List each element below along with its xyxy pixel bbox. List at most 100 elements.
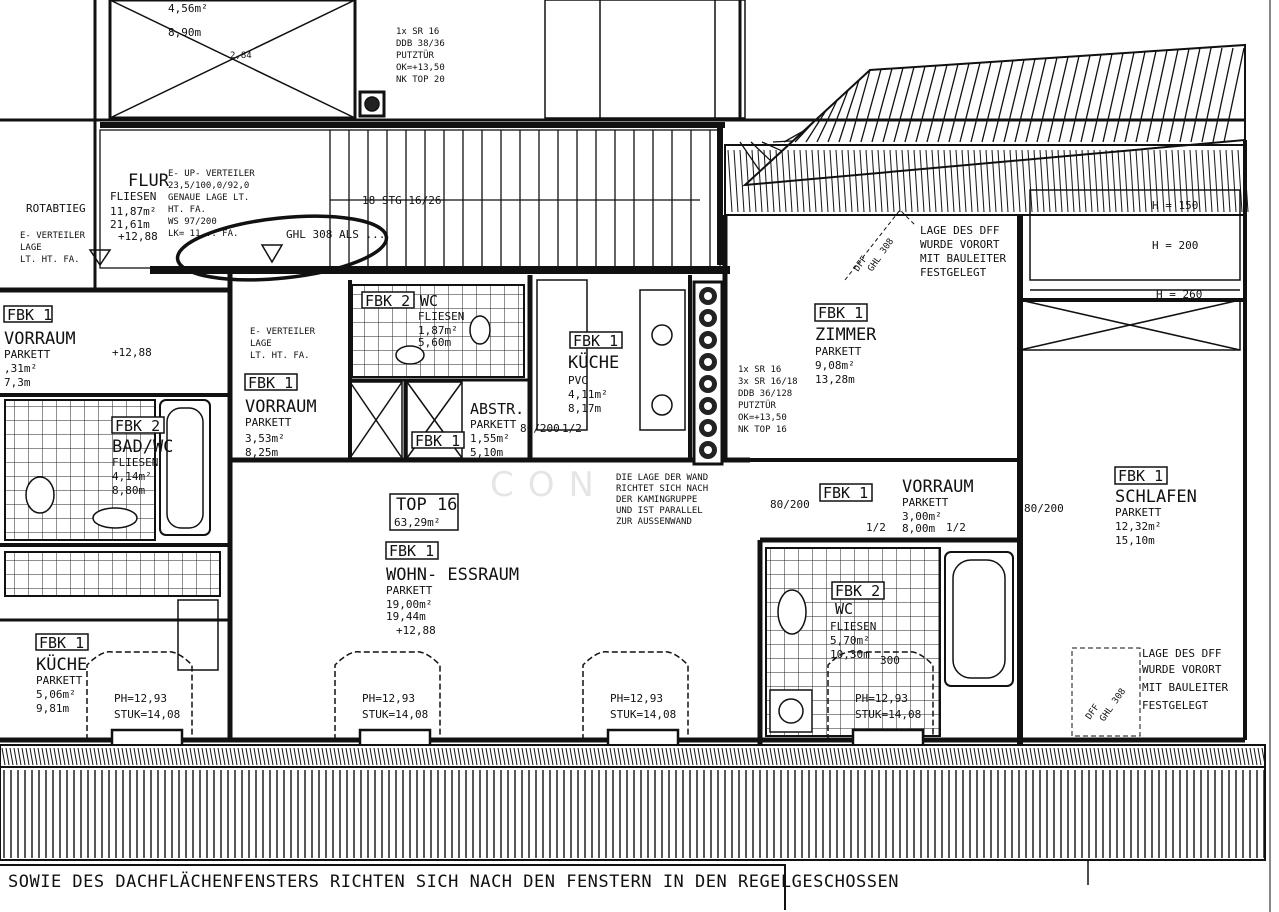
dff-top-4: FESTGELEGT [920, 266, 987, 279]
vorraum-right-floor: PARKETT [902, 496, 949, 509]
kueche-code-box [569, 331, 623, 349]
note-top-left-area: 4,56m² [168, 2, 208, 15]
flur-area: 11,87m² [110, 205, 156, 218]
kueche-area: 4,11m² [568, 388, 608, 401]
abstr-perimeter: 5,10m [470, 446, 503, 459]
wohn-floor: PARKETT [386, 584, 433, 597]
dim-half-2: 1/2 [946, 521, 966, 534]
vorraum-mid-perimeter: 8,25m [245, 446, 278, 459]
window-stuk: STUK=14,08 [114, 708, 180, 721]
kueche-left-floor: PARKETT [36, 674, 83, 687]
abstr-code: FBK 1 [415, 432, 460, 450]
schlafen-perimeter: 15,10m [1115, 534, 1155, 547]
wc-top-code-box [361, 291, 415, 309]
kueche-perimeter: 8,17m [568, 402, 601, 415]
kueche-left-code: FBK 1 [39, 634, 84, 652]
wc-top-code: FBK 2 [365, 292, 410, 310]
dff-bottom-tag-2: GHL 308 [1098, 687, 1128, 724]
flur-level-2: +12,88 [112, 346, 152, 359]
rotabtieg-label: ROTABTIEG [26, 202, 86, 215]
vorraum-mid-area: 3,53m² [245, 432, 285, 445]
dim-300: 300 [880, 654, 900, 667]
wc-right-floor: FLIESEN [830, 620, 876, 633]
wall-note-1: DIE LAGE DER WAND [616, 473, 708, 483]
chimney-right-1: 1x SR 16 [738, 365, 781, 375]
height-200: H = 200 [1152, 239, 1198, 252]
flur-perimeter: 21,61m [110, 218, 150, 231]
dff-bottom-outline [1071, 647, 1141, 737]
top-left-room [108, 0, 746, 120]
wc-right-perimeter: 10,30m [830, 648, 870, 661]
window-ph: PH=12,93 [610, 692, 663, 705]
verteiler-top-3: GENAUE LAGE LT. [168, 193, 249, 203]
roof-hatch-bottom [0, 744, 1266, 861]
note-chimney-4: OK=+13,50 [396, 63, 445, 73]
chimney-right-5: OK=+13,50 [738, 413, 787, 423]
window-ph: PH=12,93 [855, 692, 908, 705]
roof-hatch-top [724, 43, 1249, 216]
note-chimney-1: 1x SR 16 [396, 27, 439, 37]
kueche-name: KÜCHE [568, 351, 619, 373]
window-stuk: STUK=14,08 [855, 708, 921, 721]
ghl-label: GHL 308 ALS ... [286, 228, 385, 241]
zimmer-area: 9,08m² [815, 359, 855, 372]
note-chimney-3: PUTZTÜR [396, 50, 435, 61]
chimney-right-3: DDB 36/128 [738, 389, 792, 399]
caption-box [0, 864, 786, 910]
dff-top-3: MIT BAULEITER [920, 252, 1006, 265]
vorraum-right-name: VORRAUM [902, 477, 974, 497]
wohn-perimeter: 19,44m [386, 610, 426, 623]
dim-half-1: 1/2 [866, 521, 886, 534]
dff-top-2: WURDE VORORT [920, 238, 1000, 251]
arrow-down-icon-2 [260, 244, 284, 264]
dff-top-tag-1: DFF [852, 255, 870, 274]
vorraum-left-floor: PARKETT [4, 348, 51, 361]
kueche-left-name: KÜCHE [36, 653, 87, 675]
chimney-right-2: 3x SR 16/18 [738, 377, 798, 387]
ghl-highlight-circle [175, 214, 389, 282]
verteiler-mid-1: E- VERTEILER [250, 327, 316, 337]
verteiler-left-3: LT. HT. FA. [20, 255, 80, 265]
watermark: CON [490, 465, 608, 505]
dff-bottom-3: MIT BAULEITER [1142, 681, 1228, 694]
wc-right-code-box [831, 581, 885, 600]
note-chimney-2: DDB 38/36 [396, 39, 445, 49]
abstr-area: 1,55m² [470, 432, 510, 445]
flur-name: FLUR [128, 171, 170, 191]
window-ph: PH=12,93 [114, 692, 167, 705]
wohn-name: WOHN- ESSRAUM [386, 565, 519, 585]
dim-door-3: 80/200 [520, 422, 560, 435]
zimmer-floor: PARKETT [815, 345, 862, 358]
vorraum-left-code-box [3, 305, 53, 323]
vorraum-right-area: 3,00m² [902, 510, 942, 523]
wc-top-perimeter: 5,60m [418, 336, 451, 349]
kueche-floor: PVC [568, 374, 588, 387]
roof-section [1029, 189, 1241, 291]
wc-top-name: WC [420, 292, 438, 310]
abstr-code-box [411, 431, 465, 449]
wc-right-name: WC [835, 600, 853, 618]
vorraum-left-code: FBK 1 [7, 306, 52, 324]
vorraum-mid-name: VORRAUM [245, 397, 317, 417]
vorraum-left-perimeter: 7,3m [4, 376, 31, 389]
closets [349, 381, 463, 459]
kitchen-left-counter [4, 551, 221, 671]
note-top-left-perim: 8,90m [168, 26, 201, 39]
abstr-floor: PARKETT [470, 418, 517, 431]
vorraum-mid-floor: PARKETT [245, 416, 292, 429]
bath-left-tiles [4, 399, 211, 541]
verteiler-left-2: LAGE [20, 243, 42, 253]
vorraum-mid-code: FBK 1 [248, 374, 293, 392]
kueche-left-code-box [35, 633, 89, 651]
wall-note-4: UND IST PARALLEL [616, 506, 703, 516]
storage-box-right [1019, 299, 1241, 351]
abstr-name: ABSTR. [470, 400, 524, 418]
chimney-right-4: PUTZTÜR [738, 400, 777, 411]
vorraum-right-code: FBK 1 [823, 484, 868, 502]
verteiler-top-2: 23,5/100,0/92,0 [168, 181, 249, 191]
schlafen-code-box [1114, 466, 1168, 485]
verteiler-mid-2: LAGE [250, 339, 272, 349]
bad-wc-code: FBK 2 [115, 417, 160, 435]
unit-area: 63,29m² [394, 516, 440, 529]
